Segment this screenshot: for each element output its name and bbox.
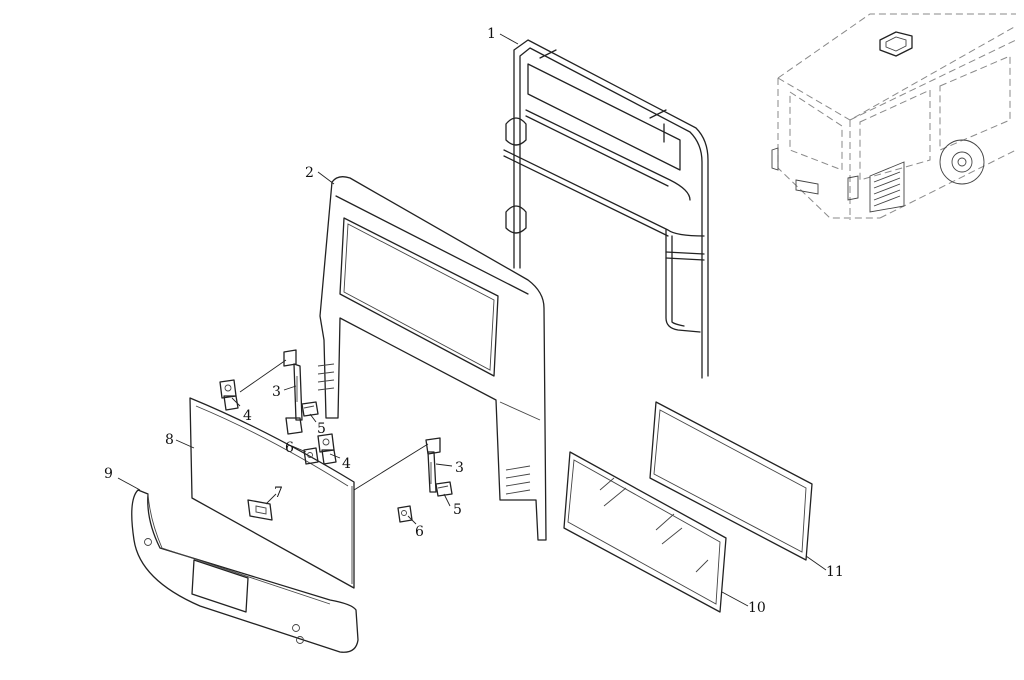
callout-9: 9	[104, 466, 113, 482]
gas-strut-left	[283, 349, 303, 435]
callout-8: 8	[165, 432, 174, 448]
rear-door-part	[189, 397, 355, 589]
rear-bumper-part	[131, 489, 359, 653]
callout-1: 1	[487, 26, 496, 42]
bus-reference-view	[771, 13, 1017, 220]
callout-2: 2	[305, 165, 314, 181]
bracket-6-left	[303, 447, 319, 465]
bracket-6-right	[397, 505, 413, 523]
callout-6-left: 6	[285, 440, 294, 456]
callout-5-right: 5	[453, 502, 462, 518]
bracket-5-left	[301, 401, 319, 417]
rear-frame-part	[503, 39, 709, 379]
callout-6-right: 6	[415, 524, 424, 540]
callout-4-left: 4	[243, 408, 252, 424]
glass-panel-part	[563, 451, 727, 613]
hinge-left-lower	[317, 433, 337, 465]
callout-labels: 1 2 3 4 5 6 4 8 3 9 7 5 6 11 10	[104, 26, 844, 616]
hinge-left-upper	[219, 379, 239, 411]
leader-lines	[117, 33, 827, 607]
callout-4-right: 4	[342, 456, 351, 472]
gas-strut-right	[425, 437, 441, 493]
bracket-5-right	[435, 481, 453, 497]
callout-7: 7	[274, 485, 283, 501]
rear-panel-part	[317, 176, 547, 541]
callout-11: 11	[826, 564, 844, 580]
seal-panel-part	[649, 401, 813, 561]
callout-5-left: 5	[317, 421, 326, 437]
door-latch-part	[247, 499, 273, 521]
callout-3-right: 3	[455, 460, 464, 476]
callout-10: 10	[748, 600, 766, 616]
callout-3-left: 3	[272, 384, 281, 400]
